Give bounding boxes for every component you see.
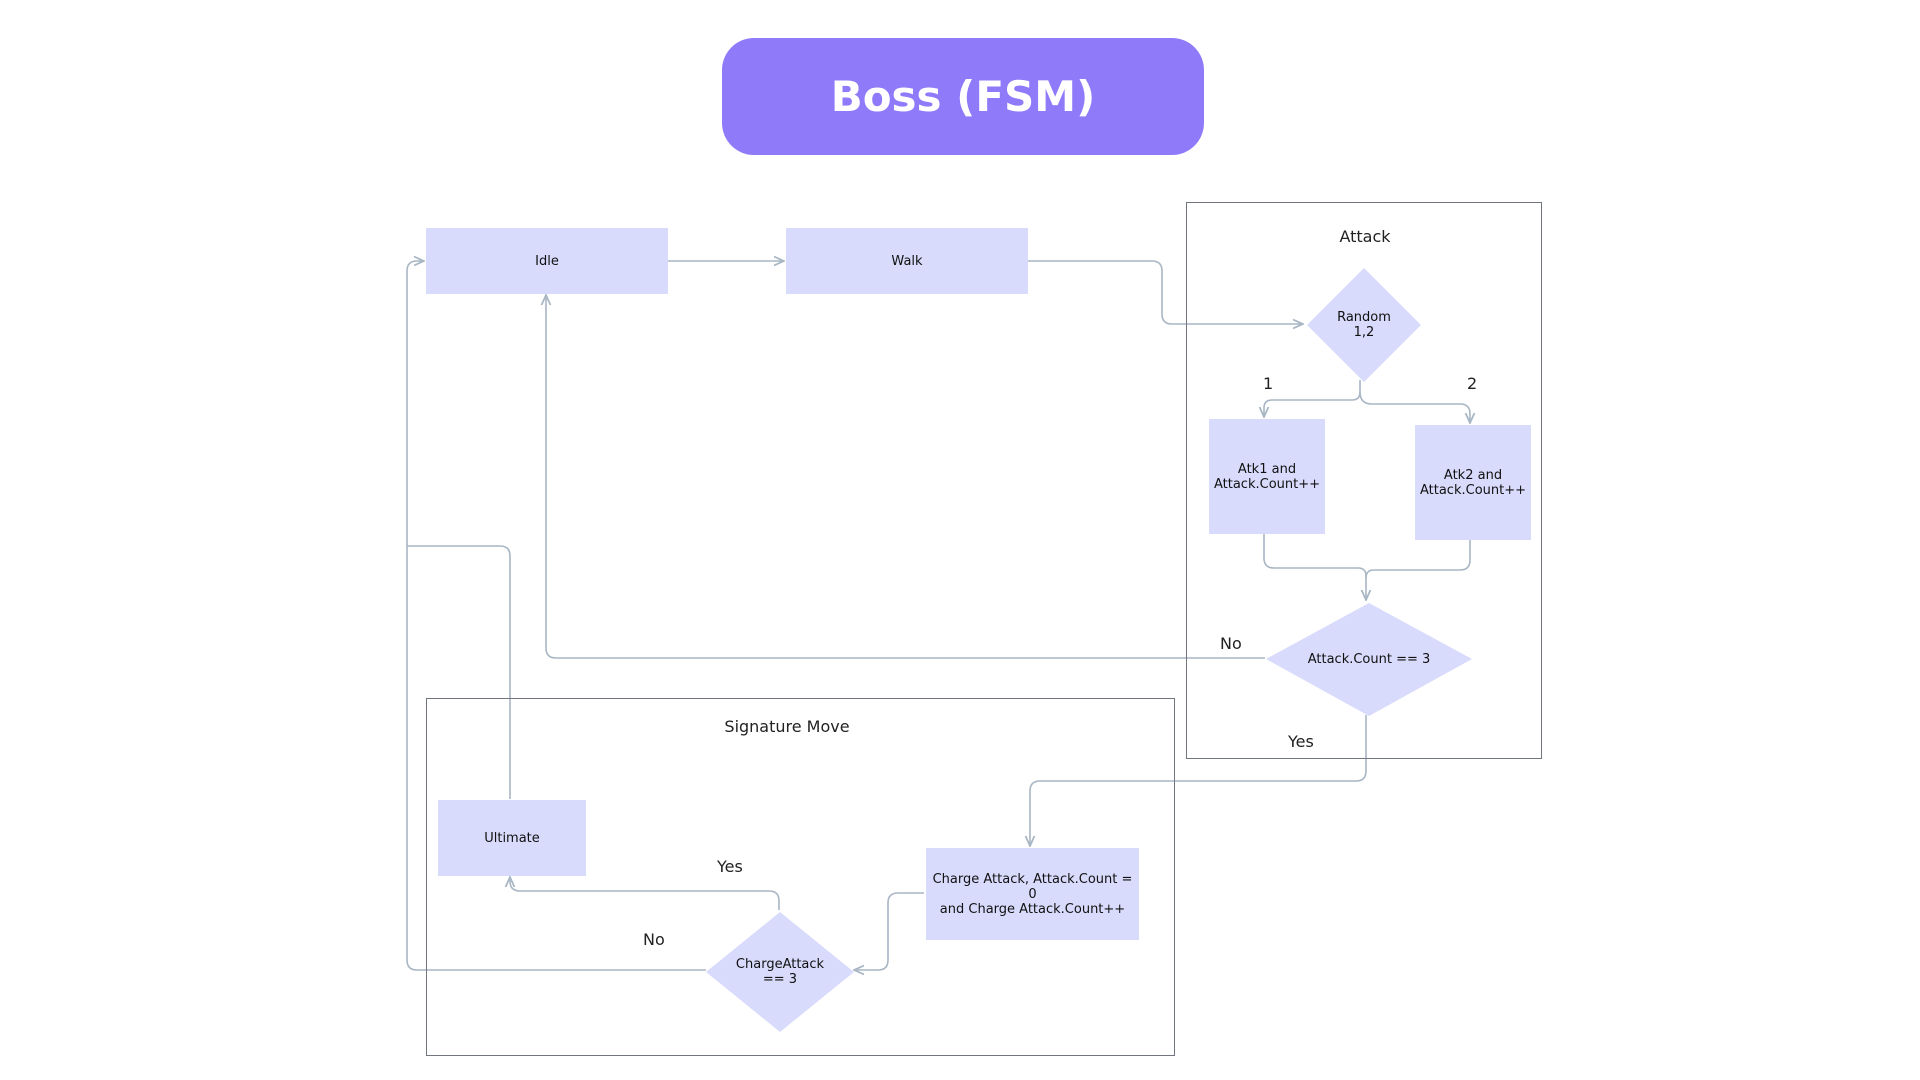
attack-yes-label: Yes	[1288, 732, 1314, 751]
connector-chargecheck-no-to-idle	[406, 261, 706, 971]
connector-walk-to-random	[1026, 260, 1303, 324]
connector-random-to-atk2	[1359, 391, 1470, 423]
signature-move-group-label: Signature Move	[724, 717, 850, 736]
charge-attack-node[interactable]: Charge Attack, Attack.Count = 0 and Char…	[926, 848, 1139, 940]
attack-group-label: Attack	[1339, 227, 1391, 246]
attack-group: Attack	[1186, 202, 1542, 759]
charge-attack-decision[interactable]: ChargeAttack == 3	[735, 957, 825, 987]
branch-2-label: 2	[1467, 374, 1478, 393]
charge-yes-label: Yes	[717, 857, 743, 876]
attack-count-decision[interactable]: Attack.Count == 3	[1307, 651, 1431, 667]
random-decision[interactable]: Random 1,2	[1337, 310, 1391, 340]
connector-ultimate-to-idle	[407, 545, 511, 799]
attack-no-label: No	[1220, 634, 1242, 653]
charge-no-label: No	[643, 930, 665, 949]
connector-atk1-to-check	[1263, 533, 1366, 600]
atk2-node[interactable]: Atk2 and Attack.Count++	[1415, 425, 1531, 540]
atk1-node[interactable]: Atk1 and Attack.Count++	[1209, 419, 1325, 534]
connector-chargecheck-yes-to-ultimate	[510, 877, 780, 910]
connector-check-no-to-idle	[546, 295, 1265, 659]
connector-atk2-to-check	[1365, 539, 1471, 579]
connector-group	[406, 260, 1471, 971]
idle-node[interactable]: Idle	[426, 228, 668, 294]
connector-charge-to-chargecheck	[854, 892, 924, 970]
walk-node[interactable]: Walk	[786, 228, 1028, 294]
branch-1-label: 1	[1263, 374, 1274, 393]
page-title: Boss (FSM)	[722, 38, 1204, 155]
signature-move-group: Signature Move	[426, 698, 1175, 1056]
connector-check-yes-to-charge	[1030, 715, 1367, 846]
ultimate-node[interactable]: Ultimate	[438, 800, 586, 876]
